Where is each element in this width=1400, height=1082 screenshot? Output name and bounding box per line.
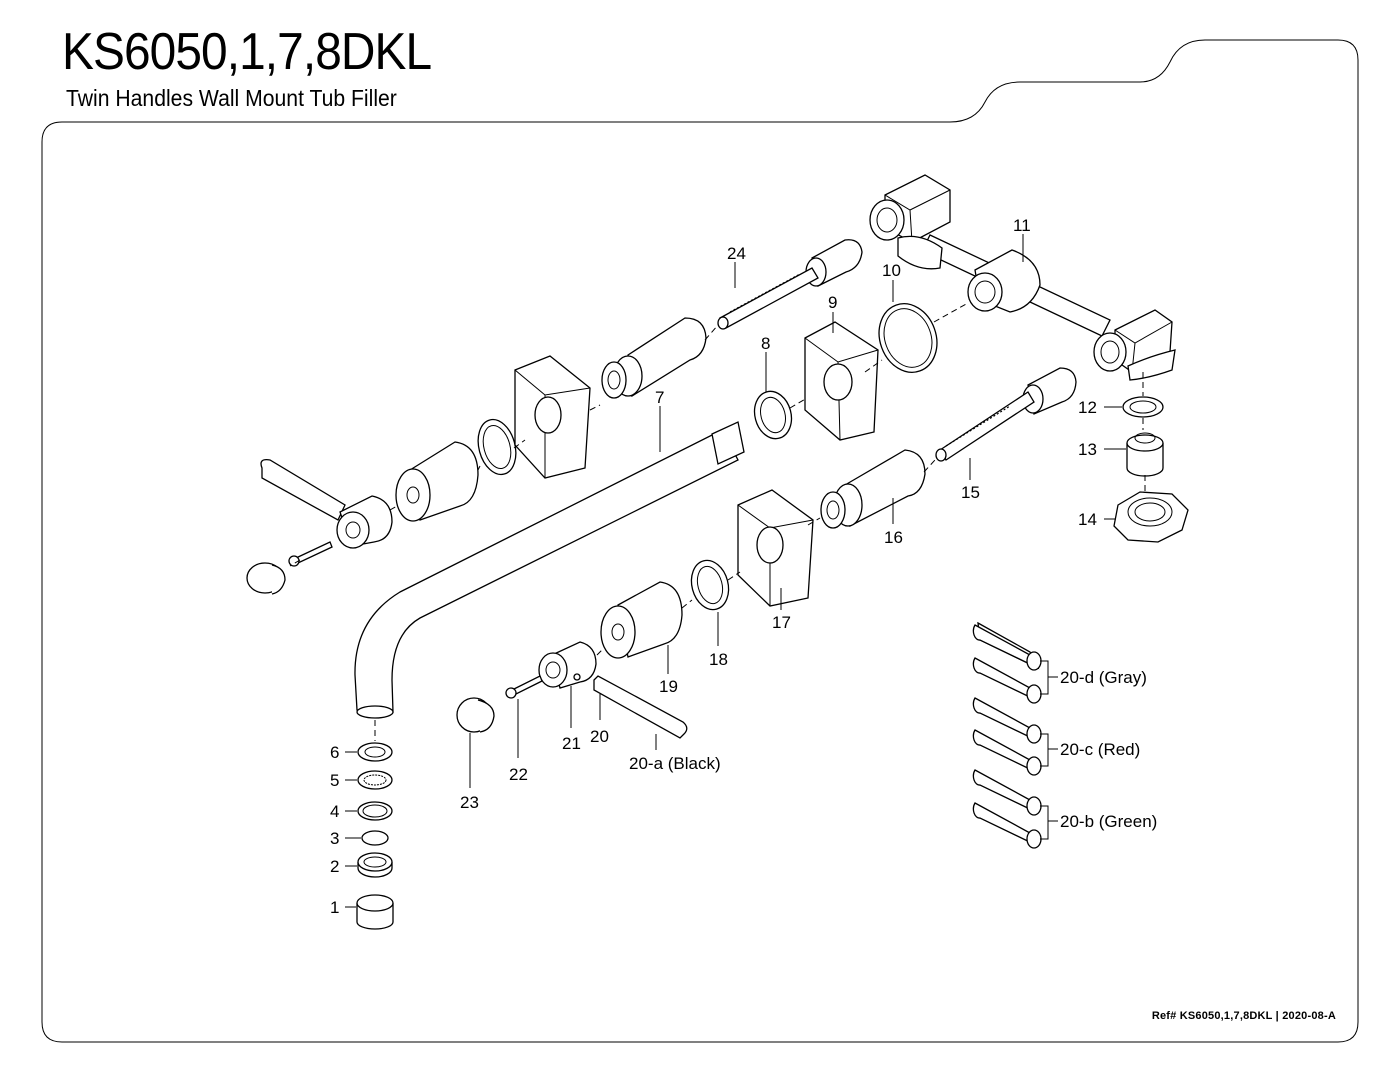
connector-13 bbox=[1126, 432, 1164, 477]
part-label-19: 19 bbox=[659, 677, 678, 696]
part-label-20-a: 20-a (Black) bbox=[629, 754, 721, 773]
part-label-2: 2 bbox=[330, 857, 339, 876]
green-levers bbox=[972, 769, 1042, 849]
washer-12 bbox=[1122, 396, 1164, 418]
diagram-title: KS6050,1,7,8DKL bbox=[62, 23, 432, 81]
stem-cartridge-24 bbox=[717, 239, 863, 330]
gray-levers bbox=[972, 621, 1042, 704]
stem-cartridge-15 bbox=[935, 367, 1077, 462]
part-label-1: 1 bbox=[330, 898, 339, 917]
part-label-22: 22 bbox=[509, 765, 528, 784]
part-label-3: 3 bbox=[330, 829, 339, 848]
part-label-12: 12 bbox=[1078, 398, 1097, 417]
part-label-24: 24 bbox=[727, 244, 746, 263]
lever-20 bbox=[593, 675, 688, 739]
cap-23 bbox=[456, 697, 495, 733]
diagram-subtitle: Twin Handles Wall Mount Tub Filler bbox=[66, 85, 397, 111]
part-label-20-b: 20-b (Green) bbox=[1060, 812, 1157, 831]
spout-7 bbox=[354, 421, 745, 719]
part-label-10: 10 bbox=[882, 261, 901, 280]
ring-8 bbox=[753, 390, 793, 440]
part-label-20: 20 bbox=[590, 727, 609, 746]
part-label-16: 16 bbox=[884, 528, 903, 547]
valve-body-11 bbox=[869, 174, 1176, 381]
handle-hub-21 bbox=[538, 641, 597, 689]
upper-sleeve-cover bbox=[395, 441, 479, 522]
part-label-8: 8 bbox=[761, 334, 770, 353]
o-ring-10 bbox=[878, 303, 938, 373]
sleeve-cover-19 bbox=[600, 581, 683, 659]
part-label-13: 13 bbox=[1078, 440, 1097, 459]
upper-sleeve bbox=[601, 317, 707, 399]
upper-o-ring bbox=[477, 418, 517, 476]
part-label-17: 17 bbox=[772, 613, 791, 632]
reference-model: Ref# KS6050,1,7,8DKL bbox=[1151, 1010, 1273, 1022]
drawing-frame bbox=[41, 39, 1359, 1043]
part-label-9: 9 bbox=[828, 293, 837, 312]
reference-number: Ref# KS6050,1,7,8DKL | 2020-08-A bbox=[1151, 1010, 1336, 1022]
part-label-20-d: 20-d (Gray) bbox=[1060, 668, 1147, 687]
flange-plate-17 bbox=[737, 489, 814, 607]
part-label-15: 15 bbox=[961, 483, 980, 502]
upper-flange-plate bbox=[514, 355, 591, 479]
part-label-14: 14 bbox=[1078, 510, 1097, 529]
nut-14 bbox=[1113, 491, 1189, 543]
part-label-21: 21 bbox=[562, 734, 581, 753]
flange-plate-9 bbox=[804, 321, 879, 441]
aerator-stack bbox=[356, 742, 394, 930]
part-label-5: 5 bbox=[330, 771, 339, 790]
sleeve-16 bbox=[820, 449, 926, 529]
ring-18 bbox=[690, 559, 730, 611]
part-label-20-c: 20-c (Red) bbox=[1060, 740, 1140, 759]
lever-options bbox=[972, 621, 1042, 849]
upper-lever-handle bbox=[246, 459, 393, 595]
part-label-11: 11 bbox=[1013, 216, 1031, 235]
part-label-6: 6 bbox=[330, 743, 339, 762]
part-label-18: 18 bbox=[709, 650, 728, 669]
reference-date: 2020-08-A bbox=[1282, 1010, 1336, 1022]
screw-22 bbox=[505, 675, 543, 699]
part-label-4: 4 bbox=[330, 802, 339, 821]
red-levers bbox=[972, 697, 1042, 776]
part-label-7: 7 bbox=[655, 388, 664, 407]
part-label-23: 23 bbox=[460, 793, 479, 812]
